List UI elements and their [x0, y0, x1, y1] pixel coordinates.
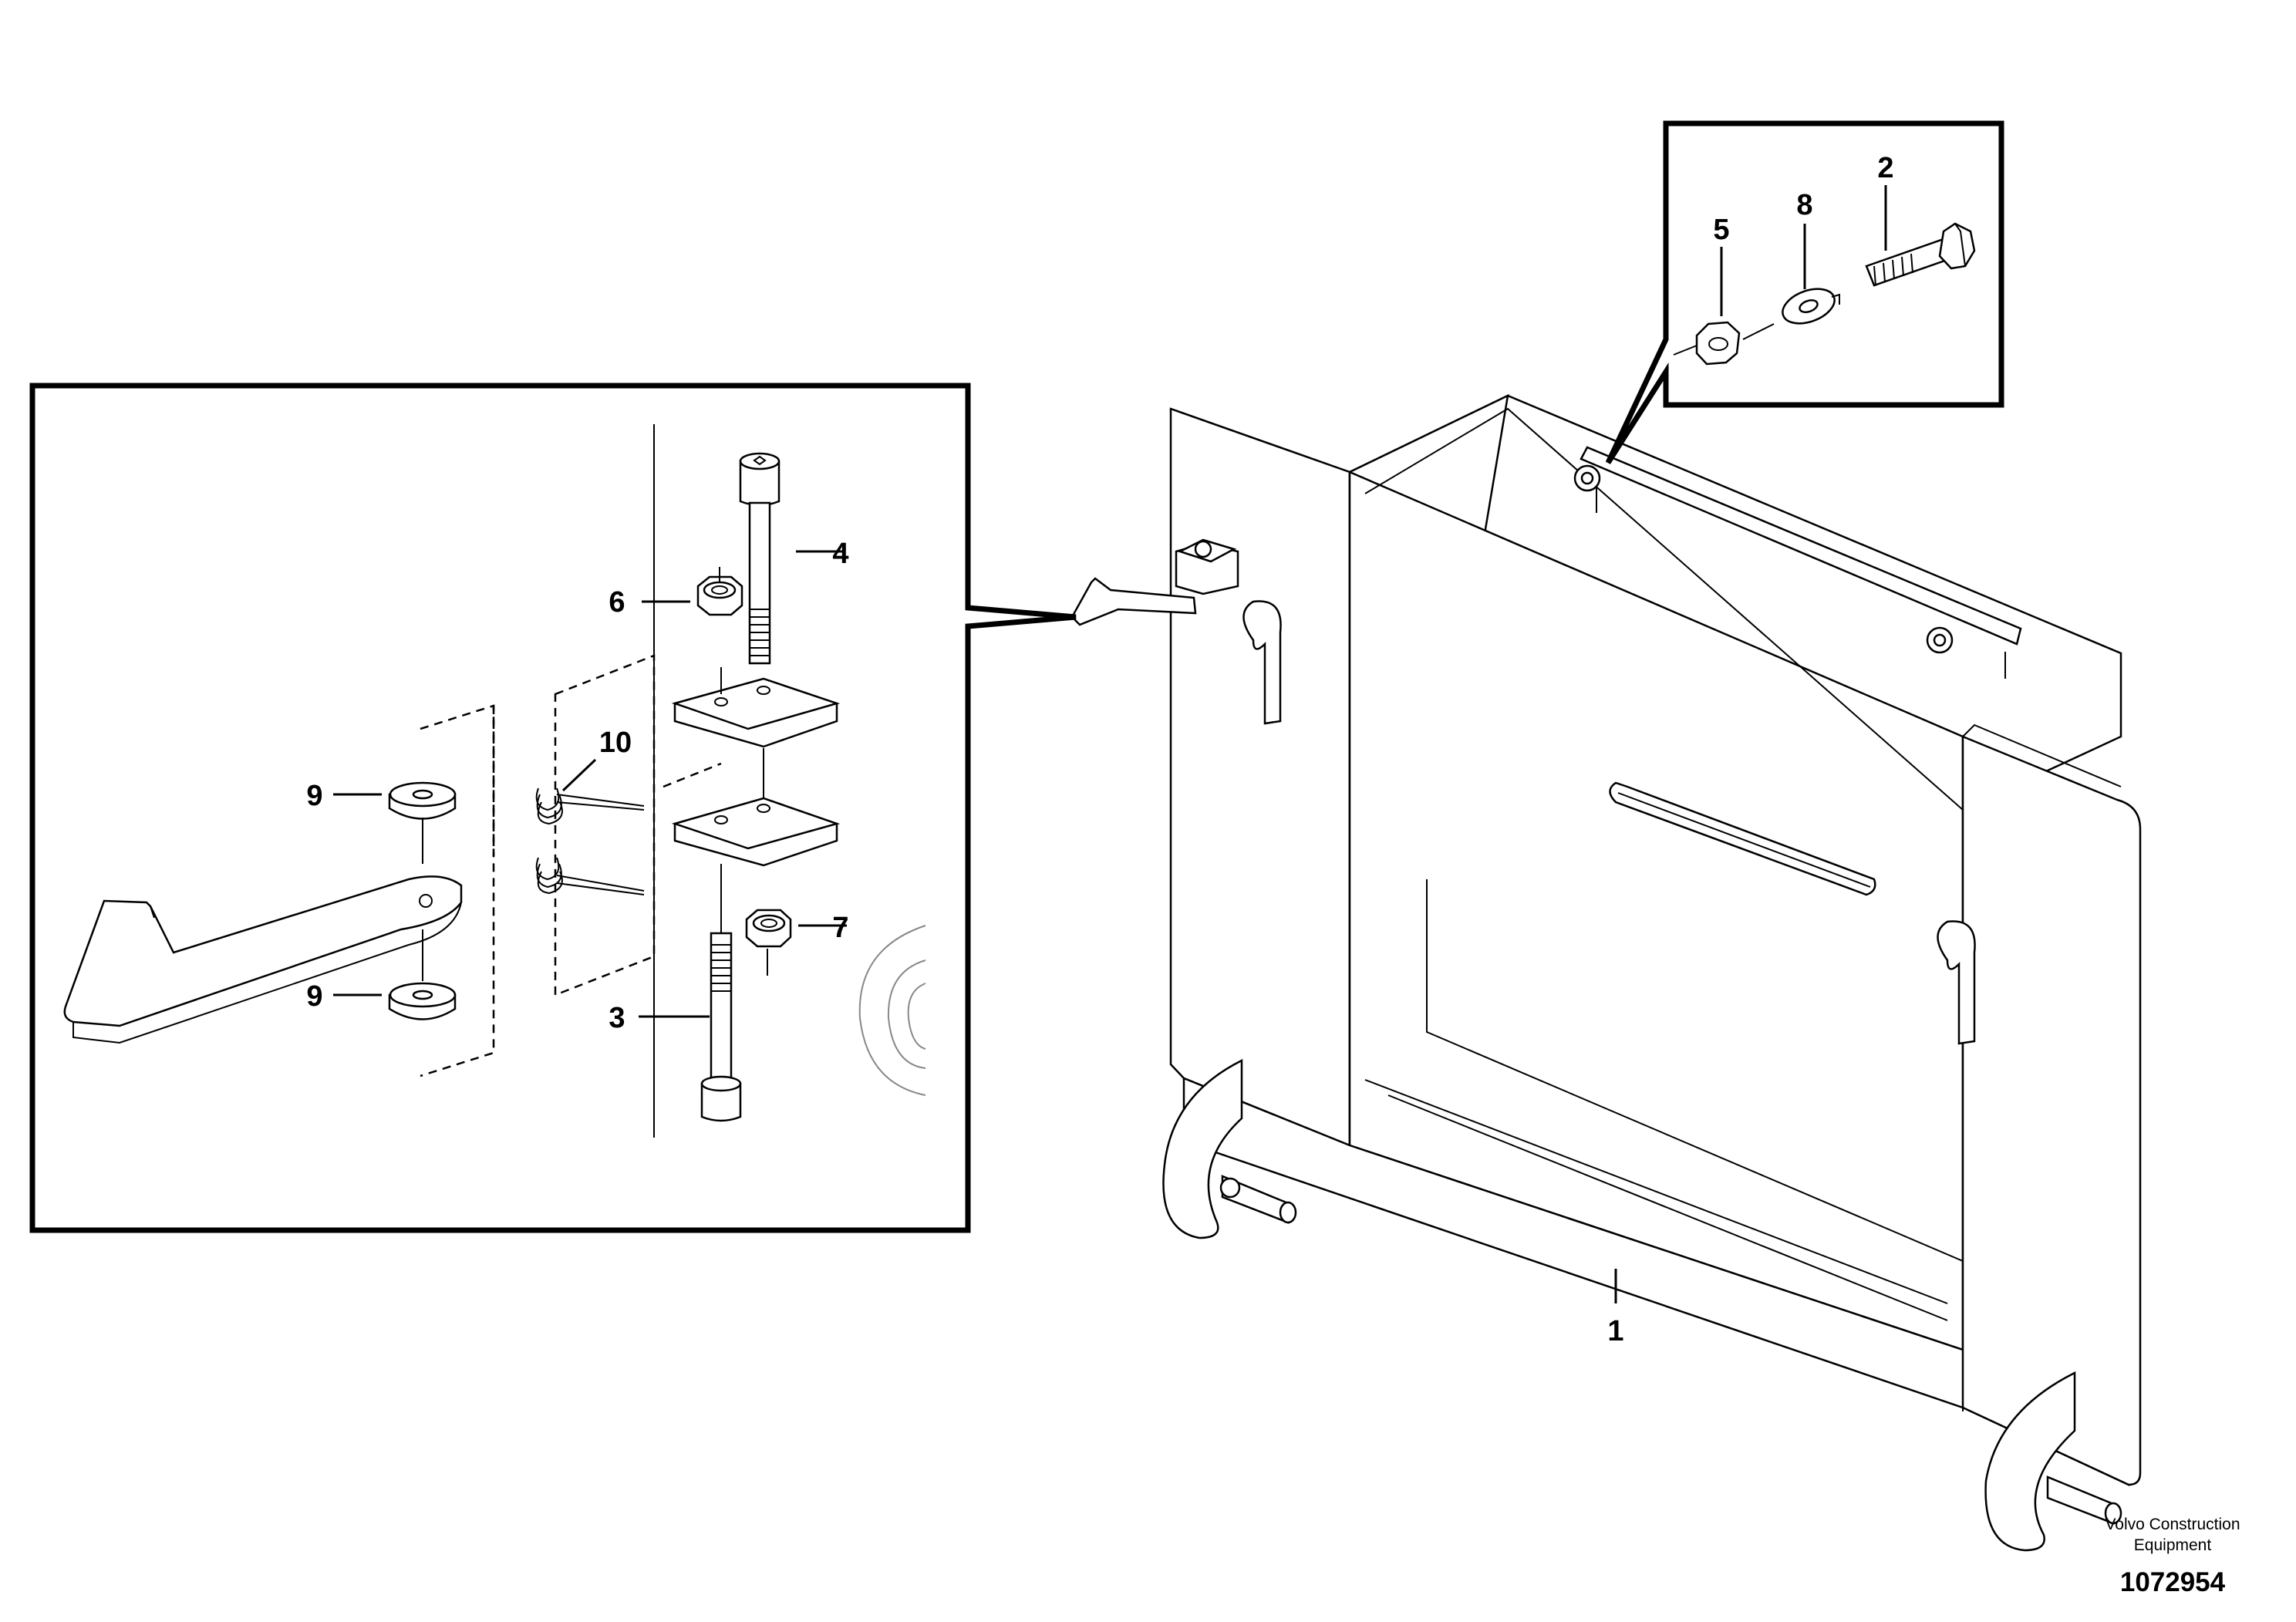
callout-8: 8	[1796, 189, 1812, 221]
callout-7: 7	[832, 912, 848, 944]
brand-line-2: Equipment	[2134, 1536, 2212, 1554]
callout-3: 3	[609, 1002, 625, 1034]
callout-10: 10	[599, 727, 632, 759]
callout-9-lower: 9	[306, 980, 322, 1013]
callout-1: 1	[1607, 1315, 1623, 1347]
drawing-number: 1072954	[2120, 1567, 2226, 1597]
brand-line-1: Volvo Construction	[2105, 1516, 2240, 1533]
callout-4: 4	[832, 538, 848, 570]
bracket-assembly-icon	[1070, 393, 2142, 1552]
callout-2: 2	[1877, 152, 1893, 184]
callout-5: 5	[1713, 214, 1729, 246]
callout-6: 6	[609, 586, 625, 619]
latch-detail-icon	[29, 383, 1077, 1233]
callout-9-upper: 9	[306, 780, 322, 812]
bolt-detail-icon	[1605, 120, 2004, 464]
